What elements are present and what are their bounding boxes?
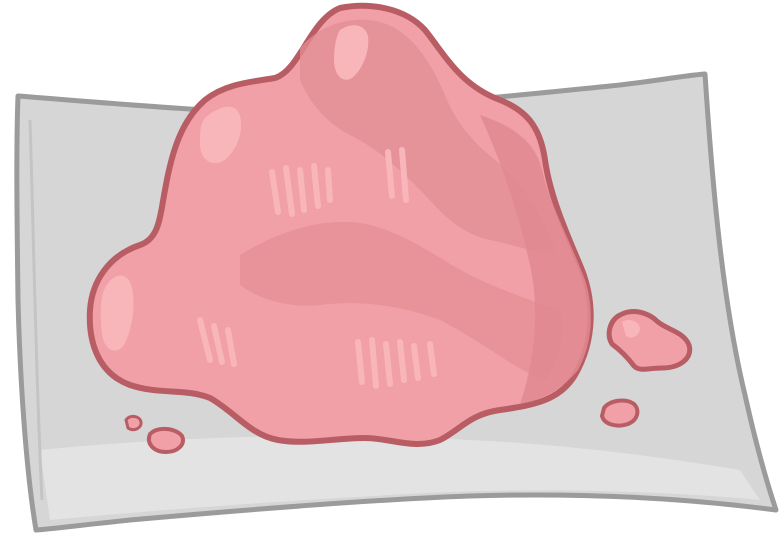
dough-highlight-top bbox=[334, 25, 369, 80]
dough-highlight-upper-left bbox=[200, 106, 242, 164]
dough-shadow-middle bbox=[240, 221, 562, 380]
dough-shadow-right bbox=[480, 115, 591, 404]
dough-crumb-left-tiny bbox=[124, 414, 143, 432]
dough-highlight-streaks-center bbox=[269, 147, 409, 217]
dough-highlight-streaks-lower bbox=[197, 317, 437, 389]
paper-highlight bbox=[40, 435, 760, 520]
dough-blob bbox=[86, 2, 594, 447]
dough-crumb-right-large bbox=[606, 309, 693, 372]
paper-crease bbox=[28, 119, 44, 501]
dough-crumb-left-small bbox=[147, 427, 185, 454]
dough-shadow-top bbox=[300, 19, 555, 252]
dough-crumb-right-small bbox=[600, 398, 640, 428]
dough-highlight-left bbox=[100, 275, 134, 351]
